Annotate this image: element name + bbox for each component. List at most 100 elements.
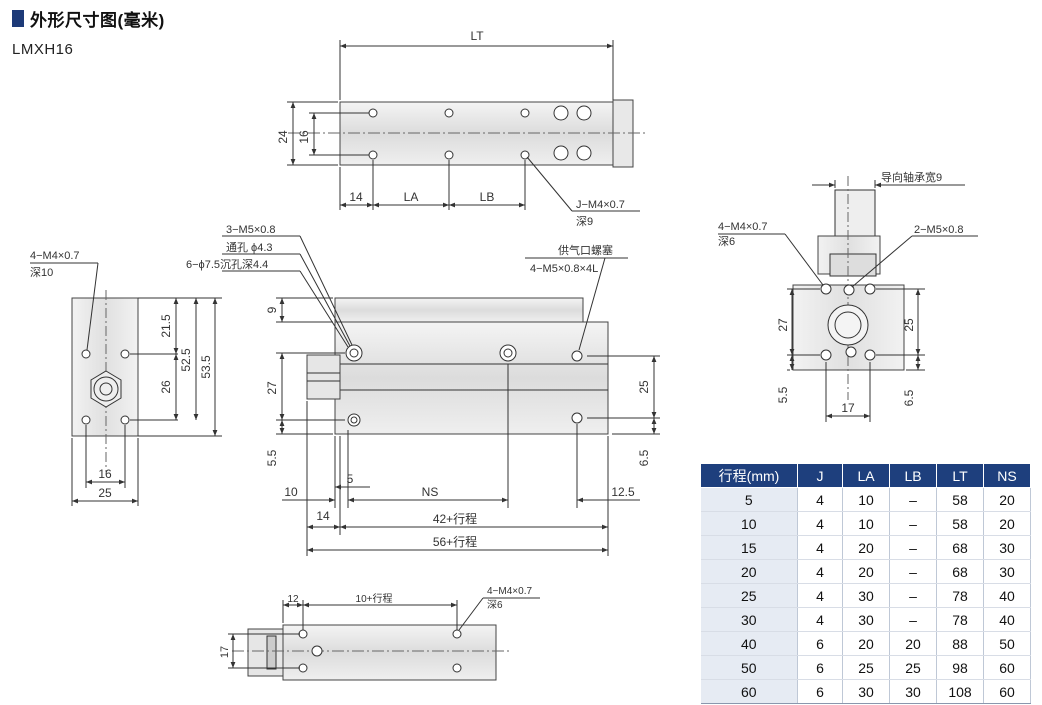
cell-j: 4 bbox=[797, 607, 843, 632]
cell-lt: 68 bbox=[936, 535, 984, 560]
callout-m5: 3−M5×0.8 bbox=[226, 224, 276, 236]
front-view-labels: 3−M5×0.8 通孔 ϕ4.3 6−ϕ7.5沉孔深4.4 供气口螺塞 4−M5… bbox=[186, 224, 651, 549]
cell-j: 4 bbox=[797, 583, 843, 608]
dim-26: 26 bbox=[159, 380, 173, 394]
top-view-labels: LT 24 16 14 LA LB J−M4×0.7 深9 bbox=[276, 29, 625, 228]
cell-j: 4 bbox=[797, 559, 843, 584]
cell-stroke: 15 bbox=[700, 535, 798, 560]
cell-stroke: 20 bbox=[700, 559, 798, 584]
cell-j: 4 bbox=[797, 511, 843, 536]
left-end-body bbox=[71, 297, 139, 437]
callout-port: 供气口螺塞 bbox=[558, 243, 613, 257]
dim-left-16: 16 bbox=[98, 467, 112, 481]
cell-lt: 58 bbox=[936, 511, 984, 536]
callout-left-thread: 4−M4×0.7 bbox=[30, 250, 80, 262]
callout-through-hole: 通孔 ϕ4.3 bbox=[226, 241, 273, 254]
spec-table-header-row: 行程(mm) J LA LB LT NS bbox=[700, 463, 1031, 488]
cell-lt: 58 bbox=[936, 487, 984, 512]
table-row: 30 4 30 – 78 40 bbox=[700, 607, 1031, 632]
cell-ns: 40 bbox=[983, 583, 1031, 608]
right-end-labels: 导向轴承宽9 4−M4×0.7 深6 2−M5×0.8 27 25 5.5 17… bbox=[718, 170, 964, 415]
cell-lt: 78 bbox=[936, 607, 984, 632]
dim-front-14: 14 bbox=[316, 509, 330, 523]
dim-21-5: 21.5 bbox=[159, 314, 173, 338]
col-header-j: J bbox=[797, 463, 843, 488]
cell-stroke: 10 bbox=[700, 511, 798, 536]
cell-lt: 108 bbox=[936, 679, 984, 704]
cell-la: 20 bbox=[842, 559, 890, 584]
front-table-top bbox=[334, 297, 584, 323]
page-title: 外形尺寸图(毫米) bbox=[30, 11, 165, 30]
dim-14: 14 bbox=[349, 190, 363, 204]
callout-bottom-depth: 深6 bbox=[487, 599, 503, 611]
dim-la: LA bbox=[404, 190, 419, 204]
cell-la: 20 bbox=[842, 631, 890, 656]
callout-j-thread: J−M4×0.7 bbox=[576, 199, 625, 211]
cell-stroke: 50 bbox=[700, 655, 798, 680]
cell-lt: 88 bbox=[936, 631, 984, 656]
dim-52-5: 52.5 bbox=[179, 348, 193, 372]
table-row: 25 4 30 – 78 40 bbox=[700, 583, 1031, 608]
table-row: 50 6 25 25 98 60 bbox=[700, 655, 1031, 680]
cell-j: 4 bbox=[797, 535, 843, 560]
cell-ns: 20 bbox=[983, 487, 1031, 512]
cell-la: 30 bbox=[842, 607, 890, 632]
table-row: 15 4 20 – 68 30 bbox=[700, 535, 1031, 560]
cell-ns: 50 bbox=[983, 631, 1031, 656]
spec-table: 行程(mm) J LA LB LT NS 5 4 10 – 58 20 10 4… bbox=[700, 463, 1031, 704]
cell-lb: – bbox=[889, 511, 937, 536]
cell-la: 25 bbox=[842, 655, 890, 680]
cell-lb: 30 bbox=[889, 679, 937, 704]
callout-left-depth: 深10 bbox=[30, 266, 53, 279]
cell-lb: – bbox=[889, 559, 937, 584]
front-view-holes bbox=[345, 344, 583, 427]
dim-ns: NS bbox=[422, 485, 439, 499]
dim-right-6-5: 6.5 bbox=[902, 389, 916, 406]
cell-lt: 78 bbox=[936, 583, 984, 608]
cell-lb: – bbox=[889, 535, 937, 560]
callout-port-spec: 4−M5×0.8×4L bbox=[530, 263, 598, 275]
front-view bbox=[222, 235, 660, 556]
cell-lb: – bbox=[889, 583, 937, 608]
dim-56-stroke: 56+行程 bbox=[433, 534, 477, 549]
dim-front-6-5: 6.5 bbox=[637, 449, 651, 466]
cell-lb: 20 bbox=[889, 631, 937, 656]
callout-bottom-thread: 4−M4×0.7 bbox=[487, 586, 532, 597]
dim-front-27: 27 bbox=[265, 381, 279, 395]
title-row: 外形尺寸图(毫米) bbox=[12, 6, 165, 31]
table-row: 10 4 10 – 58 20 bbox=[700, 511, 1031, 536]
bottom-view bbox=[228, 597, 540, 681]
left-end-view bbox=[30, 262, 222, 506]
col-header-ns: NS bbox=[983, 463, 1031, 488]
callout-guide-bearing: 导向轴承宽9 bbox=[881, 170, 942, 184]
dim-lt: LT bbox=[470, 29, 484, 43]
dim-front-9: 9 bbox=[265, 306, 279, 313]
dim-16: 16 bbox=[297, 130, 311, 144]
cell-stroke: 25 bbox=[700, 583, 798, 608]
cell-lt: 68 bbox=[936, 559, 984, 584]
callout-right-depth: 深6 bbox=[718, 235, 735, 248]
cell-ns: 40 bbox=[983, 607, 1031, 632]
callout-right-m5: 2−M5×0.8 bbox=[914, 224, 964, 236]
dim-42-stroke: 42+行程 bbox=[433, 511, 477, 526]
front-body bbox=[334, 321, 609, 435]
right-end-view bbox=[718, 176, 978, 422]
cell-j: 6 bbox=[797, 655, 843, 680]
dim-front-25: 25 bbox=[637, 380, 651, 394]
dim-bottom-12: 12 bbox=[287, 594, 299, 605]
cell-j: 6 bbox=[797, 631, 843, 656]
right-end-holes bbox=[820, 283, 876, 361]
dim-right-27: 27 bbox=[776, 318, 790, 332]
cell-la: 30 bbox=[842, 679, 890, 704]
cell-ns: 20 bbox=[983, 511, 1031, 536]
cell-ns: 60 bbox=[983, 679, 1031, 704]
table-row: 40 6 20 20 88 50 bbox=[700, 631, 1031, 656]
dim-front-5: 5 bbox=[347, 472, 354, 486]
top-view bbox=[287, 40, 648, 212]
dim-bottom-10-stroke: 10+行程 bbox=[356, 592, 393, 605]
cell-lt: 98 bbox=[936, 655, 984, 680]
cell-stroke: 5 bbox=[700, 487, 798, 512]
bottom-view-cap bbox=[247, 628, 284, 677]
bottom-view-labels: 12 10+行程 4−M4×0.7 深6 17 bbox=[219, 586, 532, 658]
left-end-holes bbox=[81, 349, 130, 425]
